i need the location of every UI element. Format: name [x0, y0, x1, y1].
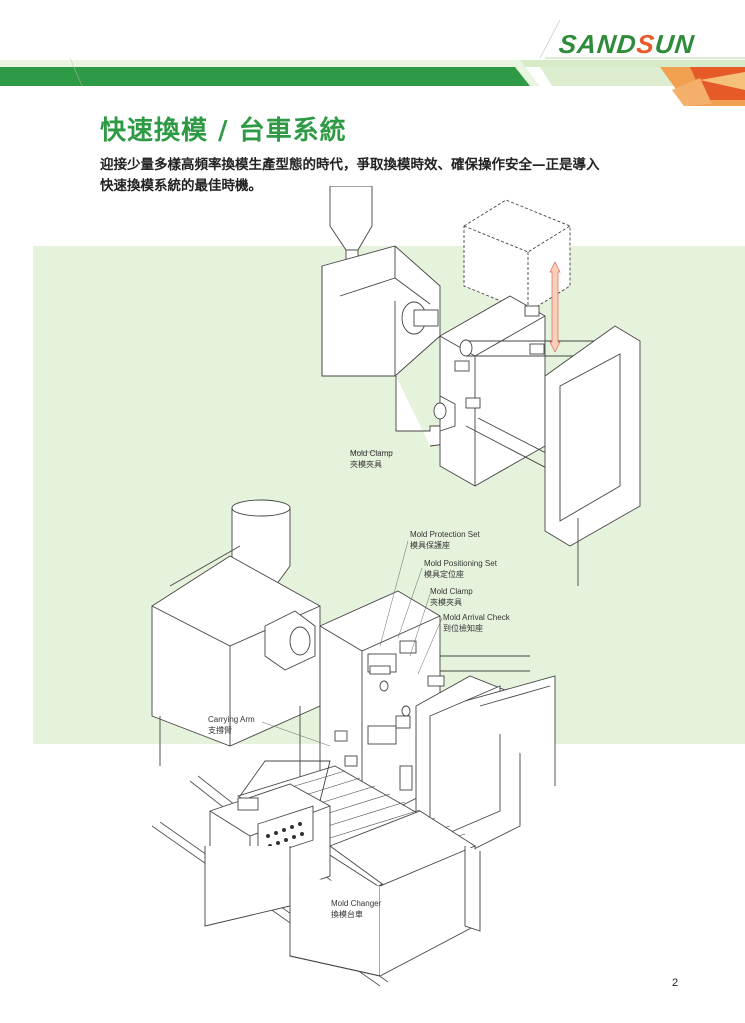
corner-pattern: [660, 67, 745, 106]
callout-mold-arrival-check: Mold Arrival Check 到位檢知座: [443, 613, 510, 633]
callout-mold-protection-set: Mold Protection Set 模具保護座: [410, 530, 480, 550]
callout-mold-positioning-set: Mold Positioning Set 模具定位座: [424, 559, 497, 579]
intro-line-1: 迎接少量多樣高頻率換模生產型態的時代，爭取換模時效、確保操作安全—正是導入: [100, 157, 600, 173]
callout-carrying-arm: Carrying Arm 支撐臂: [208, 715, 255, 735]
callout-mold-changer: Mold Changer 換模台車: [331, 899, 382, 919]
brand-logo: SANDSUN: [557, 29, 697, 59]
header-band: [0, 19, 745, 106]
injection-machine-illustration: [151, 186, 641, 987]
intro-line-2: 快速換模系統的最佳時機。: [100, 178, 262, 194]
top-machine: [321, 186, 641, 586]
mold-changer-cart: [151, 760, 481, 987]
page-title: 快速換模 / 台車系統: [100, 116, 347, 146]
callout-mold-clamp-top: Mold Clamp 夾模夾具: [350, 449, 393, 469]
page-number: 2: [672, 977, 679, 989]
intro-text: 迎接少量多樣高頻率換模生產型態的時代，爭取換模時效、確保操作安全—正是導入 快速…: [100, 155, 660, 197]
callout-mold-clamp-lower: Mold Clamp 夾模夾具: [430, 587, 473, 607]
